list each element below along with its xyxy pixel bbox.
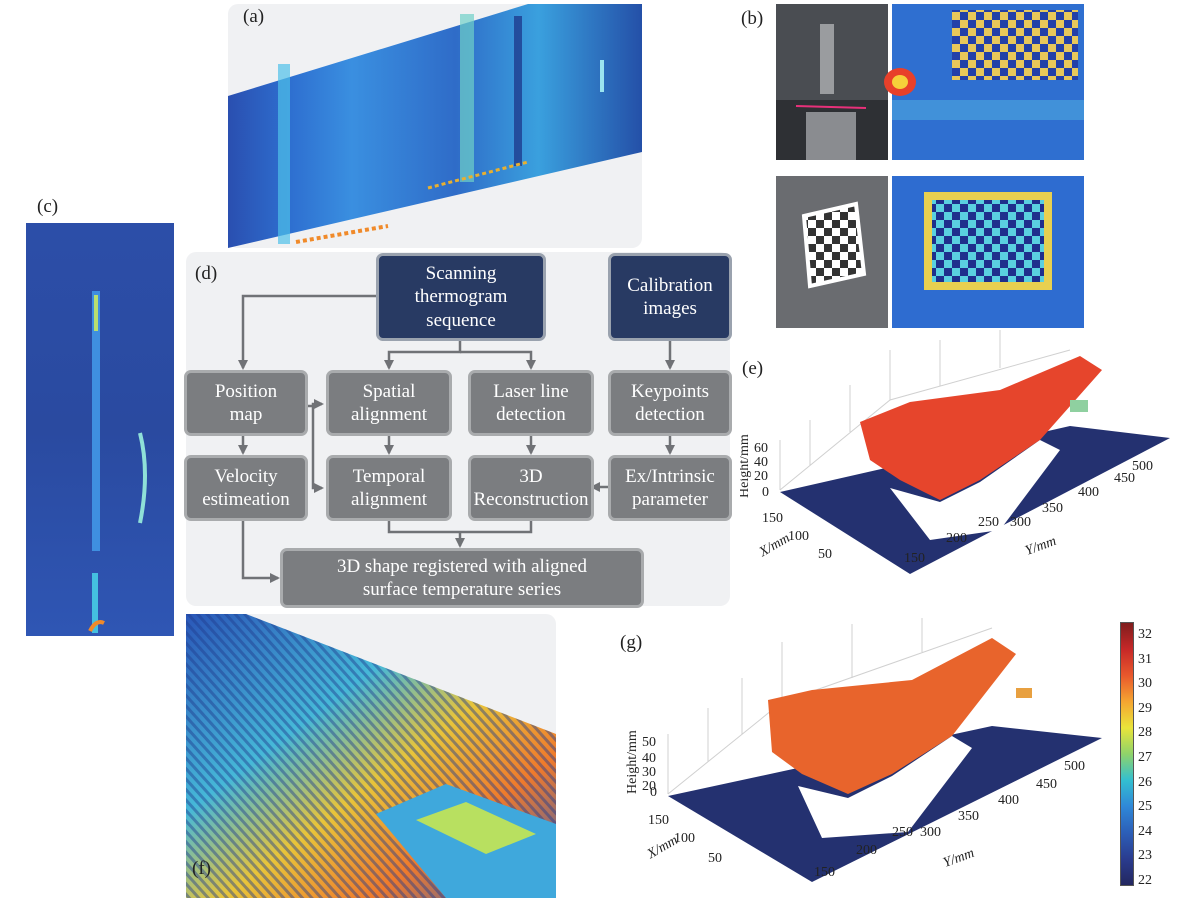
label-c: (c) — [37, 196, 59, 217]
node-calibration-images: Calibration images — [608, 253, 732, 341]
g-ytick-150: 150 — [814, 865, 835, 880]
e-ytick-400: 400 — [1078, 485, 1099, 500]
g-xtick-150: 150 — [648, 813, 669, 828]
colorbar-tick: 24 — [1138, 823, 1152, 839]
thermal-image-c — [26, 223, 174, 636]
calibration-photos-b — [776, 4, 1084, 328]
colorbar-tick: 26 — [1138, 774, 1152, 790]
e-ytick-150: 150 — [904, 551, 925, 566]
node-laser-line-detection: Laser line detection — [468, 370, 594, 436]
g-ytick-250: 250 — [892, 825, 913, 840]
node-velocity-estimeation: Velocity estimeation — [184, 455, 308, 521]
colorbar-tick: 23 — [1138, 848, 1152, 864]
label-b: (b) — [741, 8, 764, 29]
g-ytick-500: 500 — [1064, 759, 1085, 774]
plot-3d-e: 60 40 20 0 Height/mm 150 100 50 X/mm 150… — [740, 330, 1170, 574]
label-d: (d) — [195, 263, 218, 284]
colorbar-tick: 28 — [1138, 725, 1152, 741]
colorbar — [1120, 622, 1134, 886]
plot-3d-g: 50 40 30 20 0 Height/mm 150 100 50 X/mm … — [625, 618, 1102, 882]
g-ytick-300: 300 — [920, 825, 941, 840]
node-position-map: Position map — [184, 370, 308, 436]
g-ytick-400: 400 — [998, 793, 1019, 808]
g-ytick-200: 200 — [856, 843, 877, 858]
colorbar-tick: 31 — [1138, 651, 1152, 667]
g-ztick-50: 50 — [642, 735, 656, 750]
g-xtick-100: 100 — [674, 831, 695, 846]
e-ytick-200: 200 — [946, 531, 967, 546]
label-g: (g) — [620, 632, 643, 653]
g-zlabel: Height/mm — [625, 730, 640, 794]
node-scanning-thermogram: Scanning thermogram sequence — [376, 253, 546, 341]
g-ylabel: Y/mm — [941, 846, 976, 871]
e-ytick-450: 450 — [1114, 471, 1135, 486]
e-xtick-50: 50 — [818, 547, 832, 562]
e-ytick-350: 350 — [1042, 501, 1063, 516]
label-f: (f) — [192, 858, 211, 879]
e-ytick-500: 500 — [1132, 459, 1153, 474]
e-ytick-300: 300 — [1010, 515, 1031, 530]
panel-a — [228, 4, 642, 248]
thermal-image-a — [228, 4, 642, 248]
g-ztick-0: 0 — [650, 785, 657, 800]
label-e: (e) — [742, 358, 764, 379]
g-xlabel: X/mm — [644, 833, 681, 863]
g-ytick-350: 350 — [958, 809, 979, 824]
node-keypoints-detection: Keypoints detection — [608, 370, 732, 436]
g-ytick-450: 450 — [1036, 777, 1057, 792]
e-ztick-60: 60 — [754, 441, 768, 456]
g-ztick-40: 40 — [642, 751, 656, 766]
colorbar-tick: 32 — [1138, 627, 1152, 642]
e-zlabel: Height/mm — [740, 434, 752, 498]
e-ztick-20: 20 — [754, 469, 768, 484]
node-temporal-alignment: Temporal alignment — [326, 455, 452, 521]
node-spatial-alignment: Spatial alignment — [326, 370, 452, 436]
g-xtick-50: 50 — [708, 851, 722, 866]
colorbar-tick: 27 — [1138, 750, 1152, 765]
g-ztick-20: 20 — [642, 779, 656, 794]
e-ztick-0: 0 — [762, 485, 769, 500]
panel-f — [186, 614, 556, 898]
g-ztick-30: 30 — [642, 765, 656, 780]
colorbar-tick: 30 — [1138, 676, 1152, 692]
colorbar-tick: 25 — [1138, 799, 1152, 815]
node-3d-shape-registered: 3D shape registered with aligned surface… — [280, 548, 644, 608]
e-xtick-100: 100 — [788, 529, 809, 544]
thermal-image-f — [186, 614, 556, 898]
colorbar-tick: 29 — [1138, 700, 1152, 716]
panel-b — [776, 4, 1084, 328]
node-exintrinsic-parameter: Ex/Intrinsic parameter — [608, 455, 732, 521]
e-ytick-250: 250 — [978, 515, 999, 530]
colorbar-tick: 22 — [1138, 873, 1152, 888]
node-3d-reconstruction: 3D Reconstruction — [468, 455, 594, 521]
label-a: (a) — [243, 6, 265, 27]
e-ylabel: Y/mm — [1023, 534, 1058, 559]
e-xlabel: X/mm — [756, 531, 793, 561]
panel-c — [26, 223, 174, 636]
e-ztick-40: 40 — [754, 455, 768, 470]
e-xtick-150: 150 — [762, 511, 783, 526]
